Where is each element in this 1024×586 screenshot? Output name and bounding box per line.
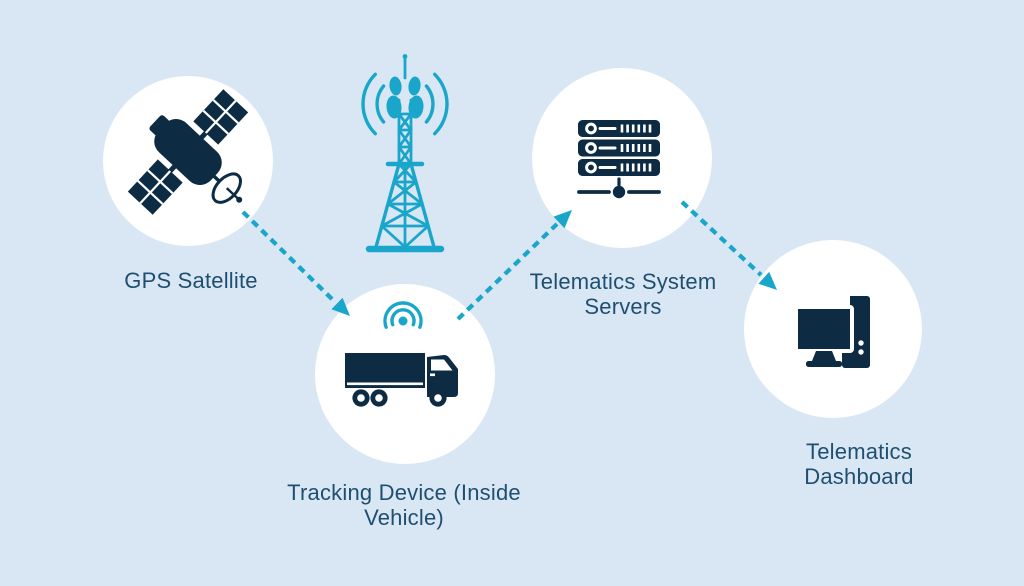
desktop-computer-icon <box>794 293 870 368</box>
label-telematics-dashboard: Telematics Dashboard <box>804 439 914 489</box>
truck-icon <box>345 301 458 407</box>
label-telematics-servers: Telematics System Servers <box>529 269 717 319</box>
arrow-satellite-to-device <box>241 210 350 316</box>
satellite-icon <box>127 89 249 215</box>
server-stack-icon <box>577 120 661 199</box>
label-gps-satellite: GPS Satellite <box>124 268 258 293</box>
truck-body <box>345 353 458 407</box>
cell-tower-icon <box>361 54 449 253</box>
label-tracking-device: Tracking Device (Inside Vehicle) <box>287 480 521 530</box>
signal-waves-icon <box>383 301 423 329</box>
